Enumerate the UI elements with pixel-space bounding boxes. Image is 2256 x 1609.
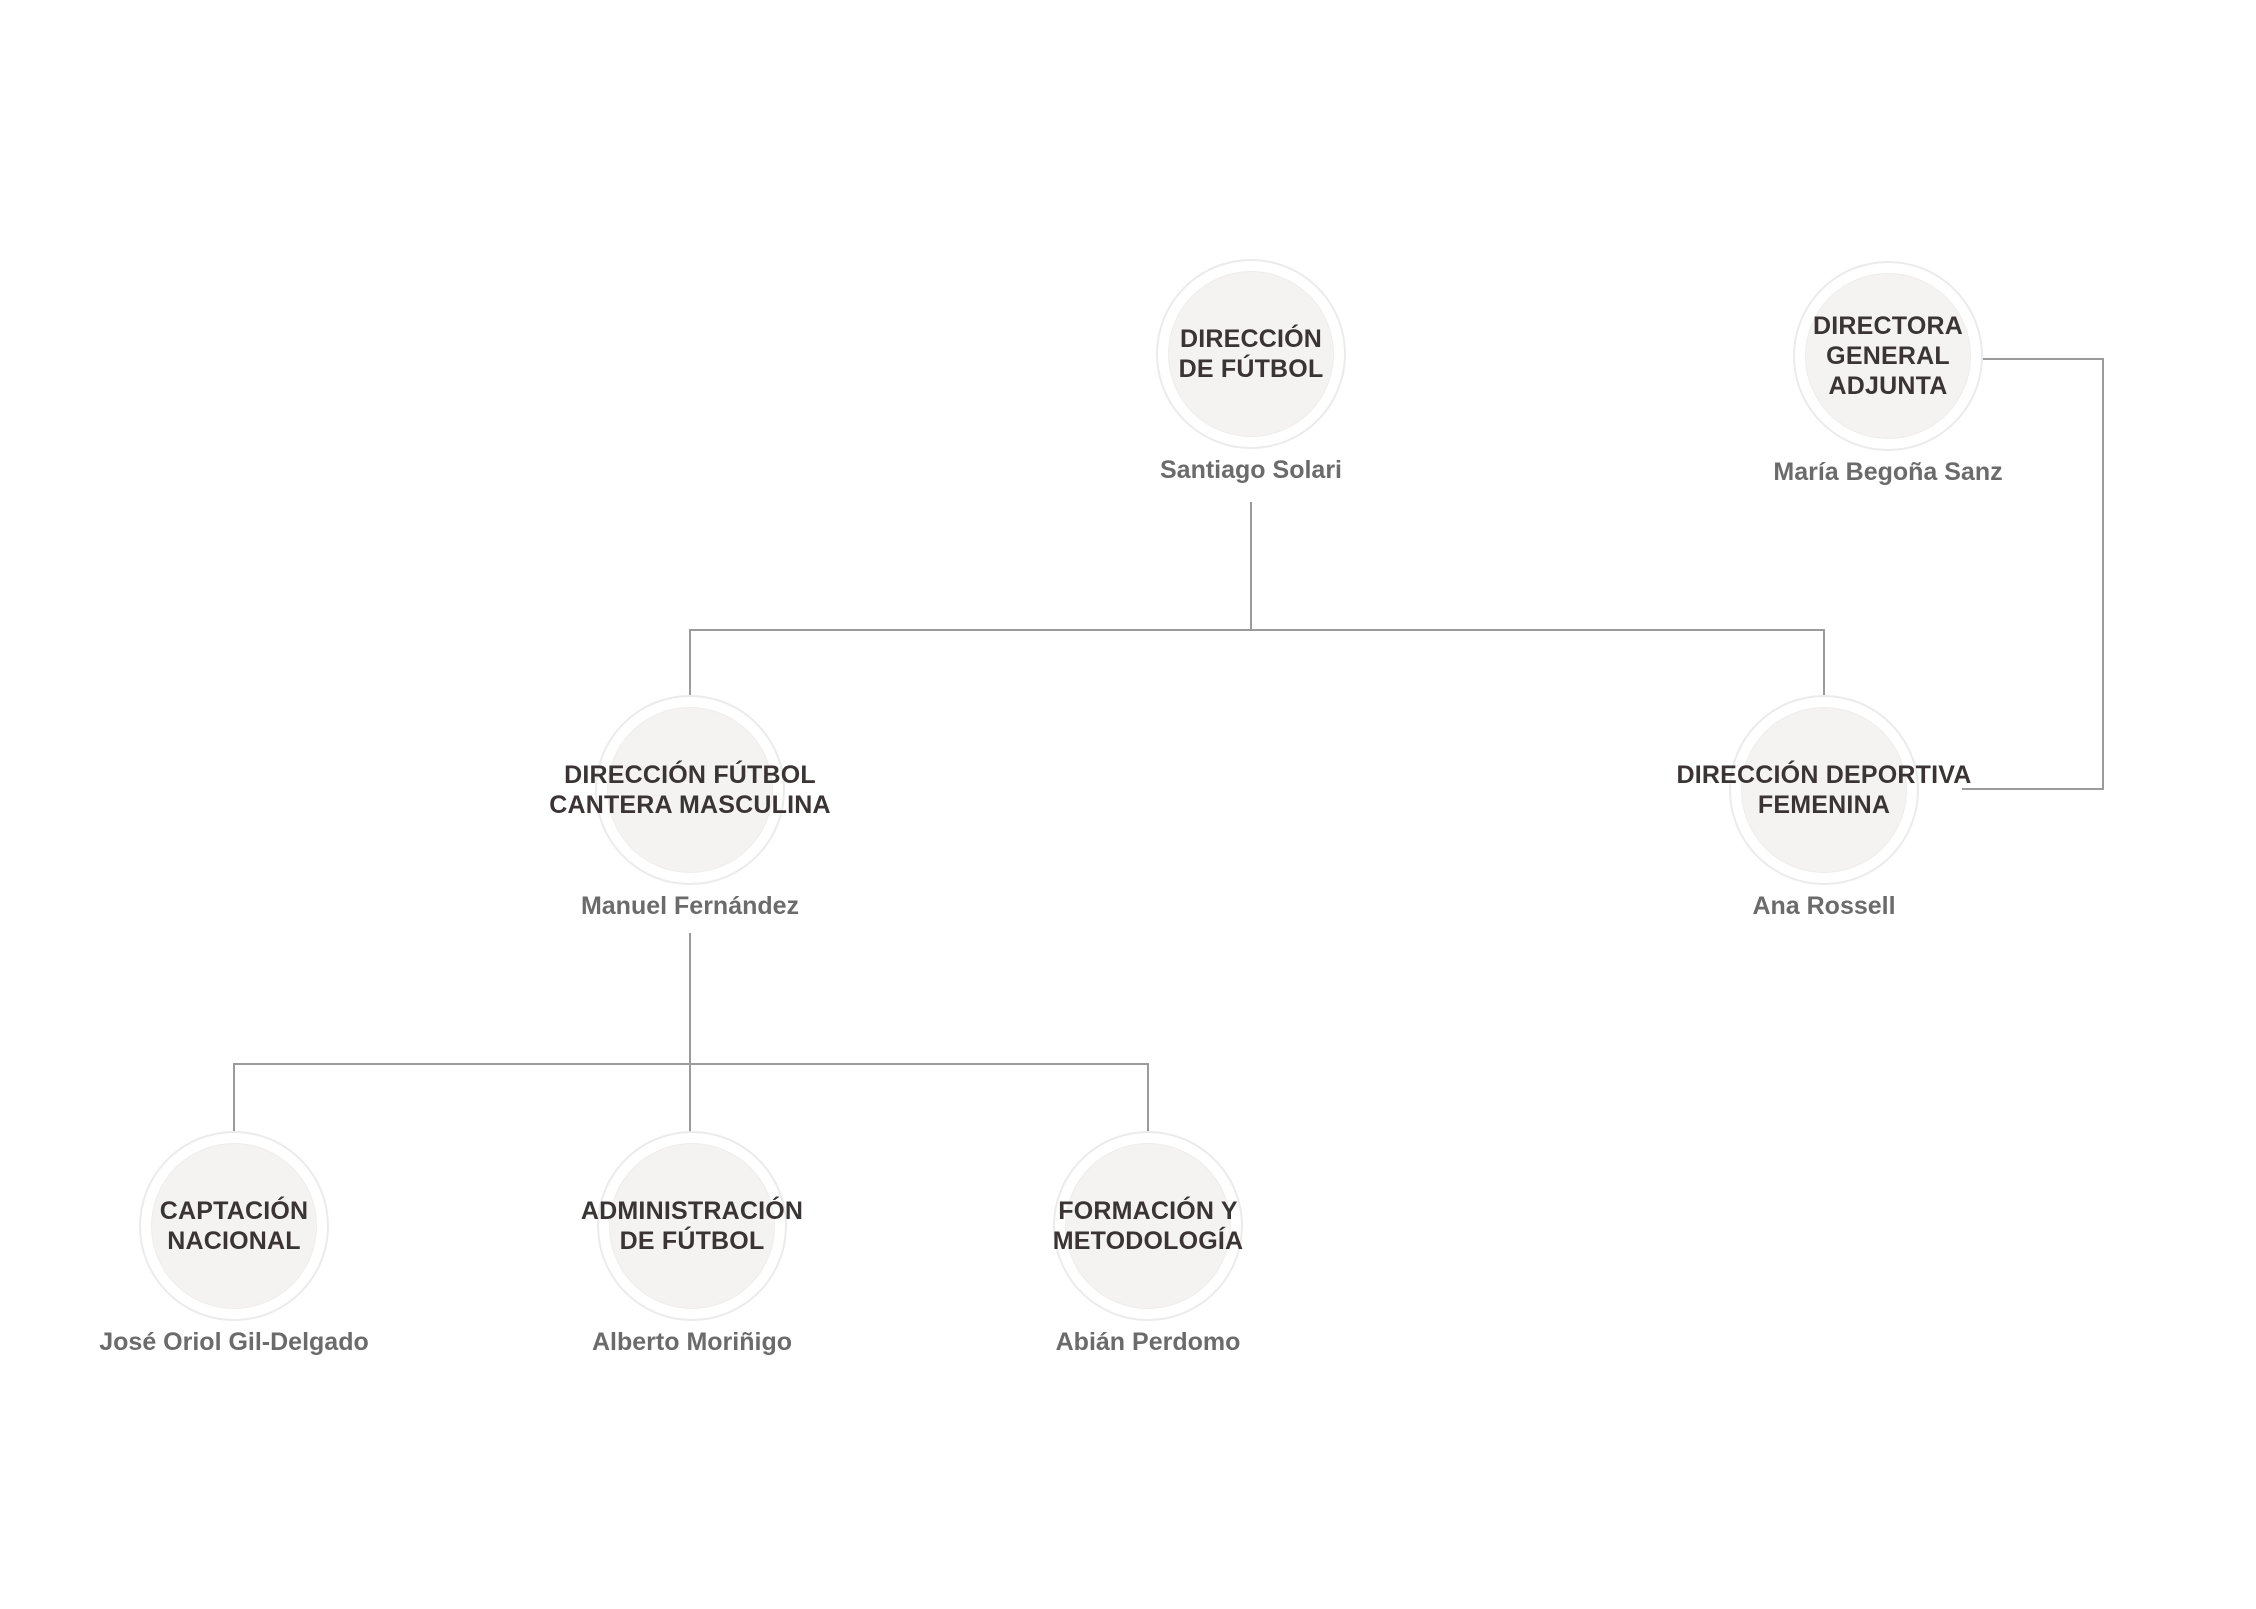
org-node-formacion-y-metodologia: FORMACIÓN Y METODOLOGÍA Abián Perdomo xyxy=(1053,1131,1243,1356)
connector-femenina-drop xyxy=(1823,629,1825,699)
node-title-line: DIRECCIÓN DEPORTIVA xyxy=(1676,761,1972,789)
node-title-line: METODOLOGÍA xyxy=(1052,1227,1244,1255)
node-circle: FORMACIÓN Y METODOLOGÍA xyxy=(1053,1131,1243,1321)
node-title: FORMACIÓN Y METODOLOGÍA xyxy=(1053,1196,1244,1256)
node-circle-fill xyxy=(1168,271,1334,437)
node-title-line: GENERAL xyxy=(1826,342,1950,370)
org-node-direccion-futbol-cantera-masculina: DIRECCIÓN FÚTBOL CANTERA MASCULINA Manue… xyxy=(549,695,831,920)
node-title: DIRECCIÓN FÚTBOL CANTERA MASCULINA xyxy=(549,760,831,820)
connector-adjunta-horizontal xyxy=(1978,358,2104,360)
node-title-line: DIRECCIÓN FÚTBOL xyxy=(564,761,816,789)
connector-cantera-down xyxy=(689,933,691,1132)
node-person-name: Alberto Moriñigo xyxy=(592,1328,792,1356)
node-title-line: NACIONAL xyxy=(167,1227,301,1255)
org-node-direccion-de-futbol: DIRECCIÓN DE FÚTBOL Santiago Solari xyxy=(1156,259,1346,484)
connector-adjunta-vertical xyxy=(2102,358,2104,790)
org-node-captacion-nacional: CAPTACIÓN NACIONAL José Oriol Gil-Delgad… xyxy=(99,1131,369,1356)
node-circle-fill xyxy=(151,1143,317,1309)
node-person-name: José Oriol Gil-Delgado xyxy=(99,1328,369,1356)
node-title-line: DIRECCIÓN xyxy=(1179,325,1323,353)
node-title: CAPTACIÓN NACIONAL xyxy=(160,1196,309,1256)
org-node-directora-general-adjunta: DIRECTORA GENERAL ADJUNTA María Begoña S… xyxy=(1773,261,2003,486)
node-circle: DIRECCIÓN FÚTBOL CANTERA MASCULINA xyxy=(549,695,831,885)
node-circle: ADMINISTRACIÓN DE FÚTBOL xyxy=(581,1131,803,1321)
node-person-name: Ana Rossell xyxy=(1752,892,1896,920)
connector-formacion-drop xyxy=(1147,1063,1149,1132)
node-circle-fill xyxy=(607,707,773,873)
node-title-line: FORMACIÓN Y xyxy=(1058,1197,1238,1225)
org-node-administracion-de-futbol: ADMINISTRACIÓN DE FÚTBOL Alberto Moriñig… xyxy=(581,1131,803,1356)
node-circle: DIRECTORA GENERAL ADJUNTA xyxy=(1793,261,1983,451)
node-title: DIRECCIÓN DE FÚTBOL xyxy=(1179,324,1324,384)
connector-femenina-horizontal xyxy=(1962,788,2104,790)
node-circle: CAPTACIÓN NACIONAL xyxy=(139,1131,329,1321)
node-title: DIRECTORA GENERAL ADJUNTA xyxy=(1813,311,1963,401)
node-title-line: ADMINISTRACIÓN xyxy=(580,1197,804,1225)
connector-futbol-down xyxy=(1250,502,1252,630)
node-person-name: Manuel Fernández xyxy=(580,892,800,920)
connector-captacion-drop xyxy=(233,1063,235,1132)
node-circle-fill xyxy=(1805,273,1971,439)
node-circle-fill xyxy=(1065,1143,1231,1309)
node-person-name: Santiago Solari xyxy=(1160,456,1342,484)
node-person-name: Abián Perdomo xyxy=(1055,1328,1241,1356)
node-title-line: DIRECTORA xyxy=(1813,312,1963,340)
connector-row2-horizontal xyxy=(689,629,1825,631)
node-circle-fill xyxy=(1741,707,1907,873)
node-title-line: FEMENINA xyxy=(1757,791,1891,819)
node-circle: DIRECCIÓN DEPORTIVA FEMENINA xyxy=(1676,695,1971,885)
node-title-line: DE FÚTBOL xyxy=(619,1227,765,1255)
connector-row3-horizontal xyxy=(233,1063,1149,1065)
node-title-line: CAPTACIÓN xyxy=(159,1197,309,1225)
connector-cantera-drop xyxy=(689,629,691,699)
node-title-line: CANTERA MASCULINA xyxy=(549,791,831,819)
node-title: DIRECCIÓN DEPORTIVA FEMENINA xyxy=(1676,760,1971,820)
node-title: ADMINISTRACIÓN DE FÚTBOL xyxy=(581,1196,803,1256)
node-title-line: ADJUNTA xyxy=(1828,372,1948,400)
node-circle: DIRECCIÓN DE FÚTBOL xyxy=(1156,259,1346,449)
node-person-name: María Begoña Sanz xyxy=(1773,458,2003,486)
node-circle-fill xyxy=(609,1143,775,1309)
org-node-direccion-deportiva-femenina: DIRECCIÓN DEPORTIVA FEMENINA Ana Rossell xyxy=(1676,695,1971,920)
node-title-line: DE FÚTBOL xyxy=(1178,355,1324,383)
